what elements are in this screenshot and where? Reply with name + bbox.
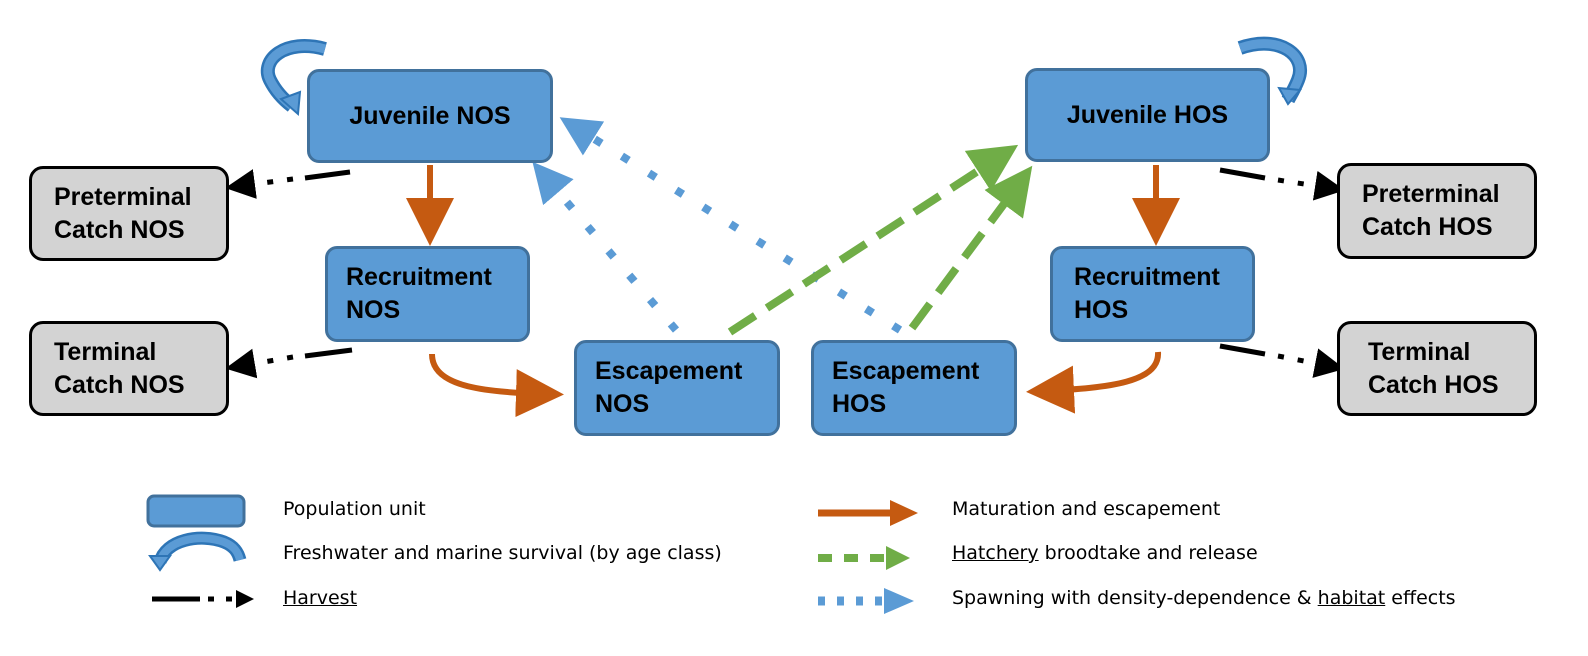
recruitment-hos-label-2: HOS (1074, 296, 1129, 324)
escapement-nos-label-1: Escapement (595, 357, 743, 385)
escapement-hos-label-1: Escapement (832, 357, 980, 385)
legend-symbols (146, 494, 918, 614)
terminal-catch-hos-label-1: Terminal (1368, 337, 1471, 366)
legend-spawning-habitat: habitat (1317, 587, 1386, 609)
legend-spawning-icon (818, 588, 914, 614)
preterminal-catch-hos-label-1: Preterminal (1362, 180, 1500, 208)
preterminal-catch-hos-node: Preterminal Catch HOS (1337, 163, 1537, 259)
survival-arrow-nos (261, 39, 327, 117)
legend-survival-icon (148, 531, 247, 572)
survival-arrow-hos (1237, 36, 1307, 106)
legend-population-unit: Population unit (283, 498, 426, 520)
legend-survival: Freshwater and marine survival (by age c… (283, 542, 722, 564)
escapement-hos-label-2: HOS (832, 390, 887, 418)
legend-harvest-label: Harvest (283, 587, 358, 609)
recruitment-hos-label-1: Recruitment (1074, 263, 1220, 291)
recruitment-nos-label-2: NOS (346, 296, 401, 324)
preterminal-catch-hos-label-2: Catch HOS (1362, 213, 1493, 241)
legend-hatchery-word: Hatchery (952, 542, 1039, 564)
terminal-catch-hos-node: Terminal Catch HOS (1337, 321, 1537, 416)
legend-spawning: Spawning with density-dependence & habit… (952, 586, 1456, 610)
harvest-arrows (225, 167, 1345, 379)
juvenile-hos-label: Juvenile HOS (1066, 100, 1229, 129)
escapement-hos-node: Escapement HOS (811, 340, 1017, 436)
legend-spawning-post: effects (1385, 587, 1456, 609)
legend-maturation-icon (818, 500, 918, 526)
legend-hatchery: Hatchery broodtake and release (952, 541, 1258, 565)
terminal-catch-nos-label-2: Catch NOS (54, 370, 185, 399)
legend-harvest-icon (152, 590, 254, 608)
legend-spawning-pre: Spawning with density-dependence & (952, 587, 1318, 609)
recruitment-nos-node: Recruitment NOS (325, 246, 530, 342)
legend-hatchery-icon (818, 546, 910, 570)
recruitment-nos-label-1: Recruitment (346, 263, 492, 291)
maturation-arrows (406, 165, 1180, 418)
preterminal-catch-nos-label-1: Preterminal (54, 182, 192, 211)
escapement-nos-node: Escapement NOS (574, 340, 780, 436)
juvenile-nos-node: Juvenile NOS (307, 69, 553, 163)
preterminal-catch-nos-node: Preterminal Catch NOS (29, 166, 229, 261)
terminal-catch-hos-label-2: Catch HOS (1368, 370, 1499, 399)
terminal-catch-nos-label-1: Terminal (54, 337, 157, 366)
legend-harvest: Harvest (283, 586, 357, 610)
escapement-nos-label-2: NOS (595, 390, 650, 418)
recruitment-hos-node: Recruitment HOS (1050, 246, 1255, 342)
juvenile-nos-label: Juvenile NOS (349, 101, 511, 130)
spawning-arrows (532, 117, 903, 334)
legend-maturation: Maturation and escapement (952, 498, 1221, 520)
legend-population-swatch (146, 494, 246, 528)
juvenile-hos-node: Juvenile HOS (1025, 68, 1270, 162)
terminal-catch-nos-node: Terminal Catch NOS (29, 321, 229, 416)
legend-hatchery-rest: broodtake and release (1038, 542, 1258, 564)
preterminal-catch-nos-label-2: Catch NOS (54, 215, 185, 244)
hatchery-arrows (727, 144, 1033, 336)
